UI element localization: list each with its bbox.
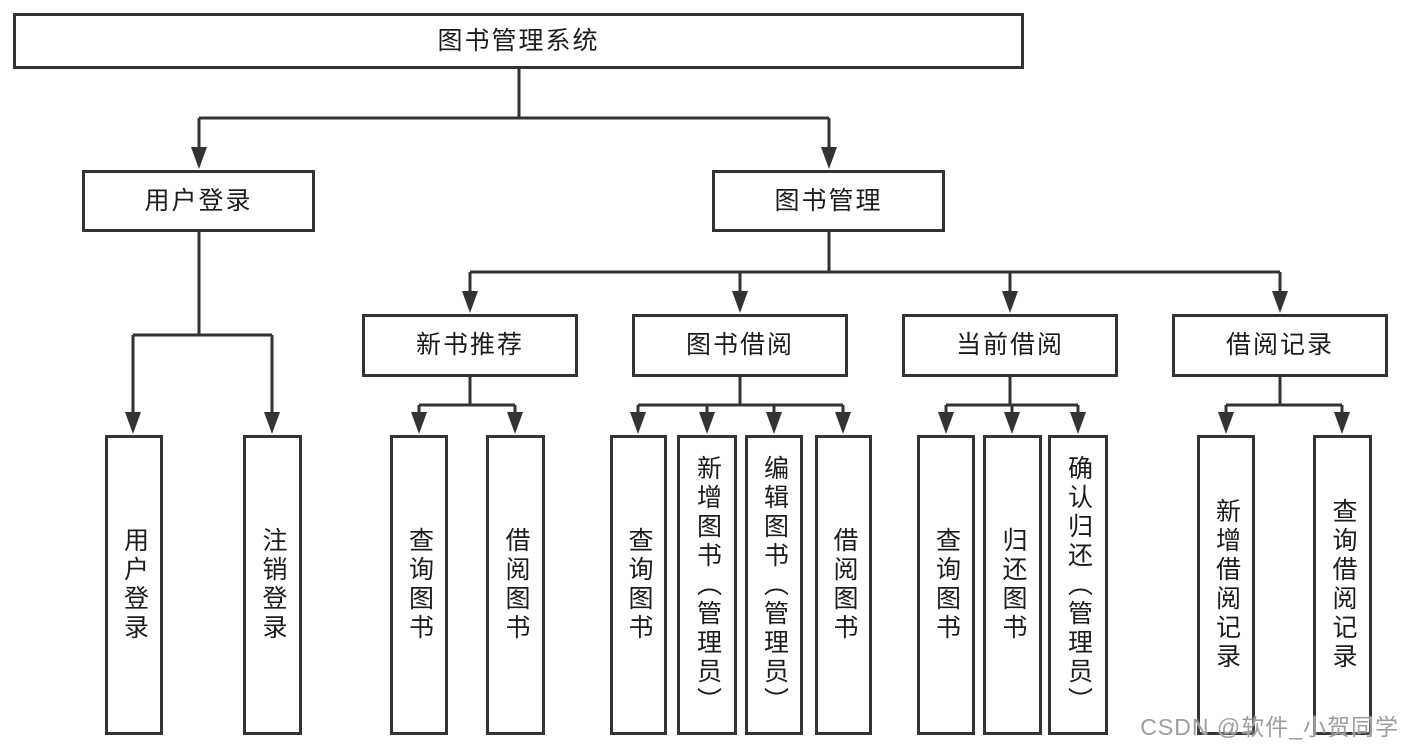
node-user-login: 用户登录 xyxy=(82,170,315,232)
arrowhead xyxy=(411,412,427,434)
node-current-borrow: 当前借阅 xyxy=(902,314,1118,377)
leaf-label: 借阅图书 xyxy=(830,527,858,643)
arrowhead xyxy=(264,412,280,434)
arrowhead xyxy=(938,412,954,434)
leaf-label: 查询图书 xyxy=(932,527,961,643)
leaf-query-borrow-record: 查询借阅记录 xyxy=(1313,435,1372,735)
leaf-label: 注销登录 xyxy=(259,527,287,643)
leaf-label: 新增借阅记录 xyxy=(1212,498,1241,672)
arrowhead xyxy=(1002,291,1018,313)
arrowhead xyxy=(191,147,207,169)
leaf-borrow-books-2: 借阅图书 xyxy=(815,435,872,735)
leaf-label: 新增图书（管理员） xyxy=(693,454,722,716)
arrowhead xyxy=(699,412,715,434)
arrowhead xyxy=(1070,412,1086,434)
node-new-book-recommend: 新书推荐 xyxy=(362,314,578,377)
arrowhead xyxy=(732,291,748,313)
leaf-query-books-2: 查询图书 xyxy=(610,435,667,735)
arrowhead xyxy=(125,412,141,434)
arrowhead xyxy=(1334,412,1350,434)
node-borrow-records: 借阅记录 xyxy=(1172,314,1388,377)
arrowhead xyxy=(630,412,646,434)
leaf-label: 归还图书 xyxy=(999,527,1027,643)
leaf-return-book: 归还图书 xyxy=(983,435,1042,735)
arrowhead xyxy=(766,412,782,434)
leaf-borrow-books-1: 借阅图书 xyxy=(486,435,545,735)
csdn-watermark: CSDN @软件_小贺同学 xyxy=(1140,714,1399,740)
leaf-confirm-return-admin: 确认归还（管理员） xyxy=(1048,435,1108,735)
arrowhead xyxy=(1272,291,1288,313)
leaf-label: 查询借阅记录 xyxy=(1329,498,1357,672)
leaf-add-borrow-record: 新增借阅记录 xyxy=(1197,435,1255,735)
node-book-management: 图书管理 xyxy=(712,170,945,232)
arrowhead xyxy=(1218,412,1234,434)
leaf-logout: 注销登录 xyxy=(243,435,302,735)
arrowhead xyxy=(821,147,837,169)
leaf-label: 确认归还（管理员） xyxy=(1064,454,1093,716)
arrowhead xyxy=(507,412,523,434)
node-root-system: 图书管理系统 xyxy=(13,13,1024,69)
leaf-edit-book-admin: 编辑图书（管理员） xyxy=(745,435,803,735)
node-book-borrow: 图书借阅 xyxy=(632,314,848,377)
leaf-label: 查询图书 xyxy=(625,527,653,643)
leaf-user-login: 用户登录 xyxy=(105,435,163,735)
leaf-query-books-1: 查询图书 xyxy=(390,435,448,735)
arrowhead xyxy=(462,291,478,313)
leaf-label: 编辑图书（管理员） xyxy=(760,454,789,716)
leaf-label: 用户登录 xyxy=(120,527,149,643)
leaf-query-books-3: 查询图书 xyxy=(917,435,975,735)
arrowhead xyxy=(835,412,851,434)
leaf-label: 借阅图书 xyxy=(502,527,530,643)
leaf-add-book-admin: 新增图书（管理员） xyxy=(677,435,737,735)
arrowhead xyxy=(1004,412,1020,434)
leaf-label: 查询图书 xyxy=(405,527,434,643)
